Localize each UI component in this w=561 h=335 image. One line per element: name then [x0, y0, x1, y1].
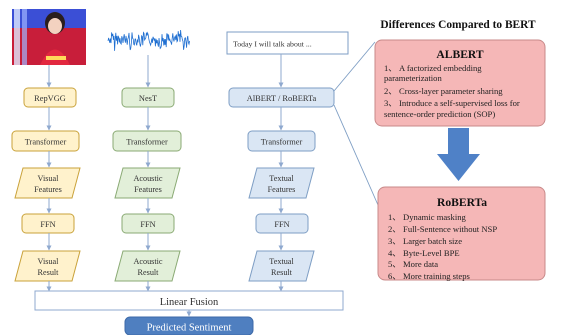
- roberta-title: RoBERTa: [437, 196, 487, 209]
- visual-features-shape: [14, 167, 81, 199]
- acoustic-features-line2: Features: [134, 185, 162, 194]
- acoustic-result-line2: Result: [138, 268, 160, 277]
- comparison-heading: Differences Compared to BERT: [380, 19, 536, 31]
- roberta-item-4: 4、 Byte-Level BPE: [388, 248, 460, 258]
- roberta-box: [377, 186, 546, 281]
- albert-box: [374, 39, 546, 127]
- visual-column: RepVGG Transformer Visual Features FFN V…: [11, 65, 81, 292]
- acoustic-result-shape: [114, 250, 181, 282]
- acoustic-features-shape: [114, 167, 181, 199]
- acoustic-column: NesT Transformer Acoustic Features FFN A…: [112, 55, 182, 292]
- acoustic-features-line1: Acoustic: [133, 174, 162, 183]
- callout-lines: [333, 41, 379, 206]
- albert-item-2: 2、 Cross-layer parameter sharing: [384, 86, 503, 96]
- repvgg-label: RepVGG: [34, 94, 66, 103]
- visual-result-line1: Visual: [38, 257, 60, 266]
- textual-result-line2: Result: [271, 268, 293, 277]
- visual-features-line2: Features: [34, 185, 62, 194]
- video-frames-thumbnail: [12, 9, 86, 65]
- visual-ffn-box: [21, 213, 75, 234]
- acoustic-transformer-box: [112, 130, 182, 152]
- albert-roberta-label: AlBERT / RoBERTa: [247, 94, 317, 103]
- textual-transformer-label: Transformer: [261, 138, 303, 147]
- roberta-item-2: 2、 Full-Sentence without NSP: [388, 224, 497, 234]
- textual-result-line1: Textual: [269, 257, 294, 266]
- predicted-sentiment-box: [124, 316, 254, 335]
- textual-ffn-label: FFN: [274, 220, 289, 229]
- textual-features-line1: Textual: [269, 174, 294, 183]
- albert-item-3: 3、 Introduce a self-supervised loss for: [384, 98, 520, 108]
- acoustic-transformer-label: Transformer: [126, 138, 168, 147]
- textual-column: AlBERT / RoBERTa Transformer Textual Fea…: [228, 54, 335, 292]
- visual-features-line1: Visual: [38, 174, 60, 183]
- visual-transformer-label: Transformer: [25, 138, 67, 147]
- linear-fusion-label: Linear Fusion: [160, 297, 219, 308]
- textual-features-shape: [248, 167, 315, 199]
- repvgg-box: [23, 87, 77, 108]
- visual-transformer-box: [11, 130, 80, 152]
- textual-ffn-box: [255, 213, 309, 234]
- acoustic-ffn-label: FFN: [140, 220, 155, 229]
- roberta-item-6: 6、 More training steps: [388, 271, 471, 281]
- albert-item-1b: parameterization: [384, 73, 442, 83]
- input-text: Today I will talk about ...: [233, 40, 312, 49]
- nest-label: NesT: [139, 94, 157, 103]
- visual-result-shape: [14, 250, 81, 282]
- albert-item-3b: sentence-order prediction (SOP): [384, 109, 495, 119]
- down-arrow-icon: [437, 128, 480, 181]
- fusion-and-output: Linear Fusion Predicted Sentiment: [34, 290, 344, 335]
- roberta-item-3: 3、 Larger batch size: [388, 236, 462, 246]
- visual-result-line2: Result: [38, 268, 60, 277]
- textual-features-line2: Features: [268, 185, 296, 194]
- predicted-sentiment-label: Predicted Sentiment: [147, 323, 232, 334]
- albert-title: ALBERT: [436, 48, 484, 61]
- visual-ffn-label: FFN: [40, 220, 55, 229]
- textual-result-shape: [248, 250, 315, 282]
- acoustic-result-line1: Acoustic: [133, 257, 162, 266]
- comparison-panel: Differences Compared to BERT ALBERT 1、 A…: [374, 19, 546, 281]
- roberta-item-1: 1、 Dynamic masking: [388, 212, 467, 222]
- albert-item-1: 1、 A factorized embedding: [384, 63, 482, 73]
- input-text-box: Today I will talk about ...: [226, 31, 349, 55]
- audio-waveform: [107, 29, 190, 51]
- roberta-item-5: 5、 More data: [388, 259, 438, 269]
